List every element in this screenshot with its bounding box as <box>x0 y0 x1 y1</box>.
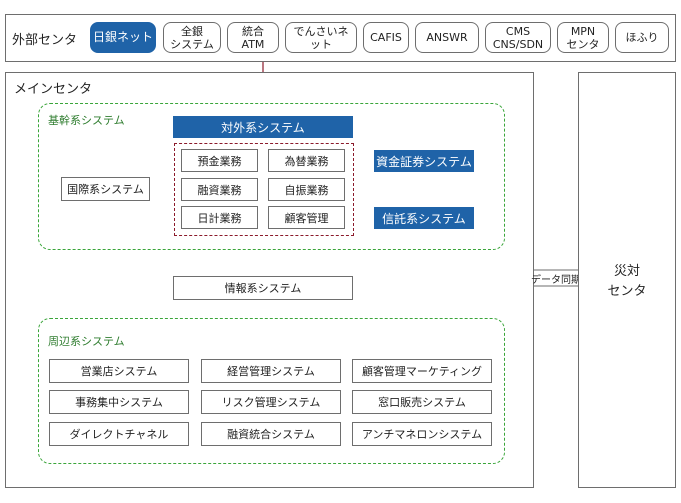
peripheral-system-item: 融資統合システム <box>201 422 341 446</box>
peripheral-system-item: 顧客管理マーケティング <box>352 359 492 383</box>
info-system: 情報系システム <box>173 276 353 300</box>
peripheral-system-item: 窓口販売システム <box>352 390 492 414</box>
external-system-item: 全銀 システム <box>163 22 221 53</box>
business-cell: 顧客管理 <box>268 206 345 229</box>
business-cell: 預金業務 <box>181 149 258 172</box>
data-sync-label: データ同期 <box>531 274 581 286</box>
main-center-title: メインセンタ <box>14 82 93 97</box>
business-cell: 日計業務 <box>181 206 258 229</box>
core-system-title: 基幹系システム <box>48 114 125 127</box>
core-system-group <box>38 103 505 250</box>
peripheral-system-title: 周辺系システム <box>48 335 125 348</box>
business-cell: 自振業務 <box>268 178 345 201</box>
securities-system: 資金証券システム <box>374 150 474 172</box>
external-system-item: CAFIS <box>363 22 409 53</box>
external-system-item: ANSWR <box>415 22 479 53</box>
peripheral-system-item: リスク管理システム <box>201 390 341 414</box>
external-system-item: MPN センタ <box>557 22 609 53</box>
peripheral-system-item: 営業店システム <box>49 359 189 383</box>
business-grid-group <box>174 143 354 236</box>
external-system-item: ほふり <box>615 22 669 53</box>
business-cell: 為替業務 <box>268 149 345 172</box>
peripheral-system-item: 経営管理システム <box>201 359 341 383</box>
external-system-item: 日銀ネット <box>90 22 156 53</box>
peripheral-system-item: アンチマネロンシステム <box>352 422 492 446</box>
external-system-item: でんさいネ ット <box>285 22 357 53</box>
disaster-center-frame <box>578 72 676 488</box>
international-system: 国際系システム <box>61 177 150 201</box>
external-system-item: CMS CNS/SDN <box>485 22 551 53</box>
peripheral-system-item: ダイレクトチャネル <box>49 422 189 446</box>
trust-system: 信託系システム <box>374 207 474 229</box>
peripheral-system-item: 事務集中システム <box>49 390 189 414</box>
external-system-item: 統合 ATM <box>227 22 279 53</box>
disaster-center-title: 災対 センタ <box>607 264 647 299</box>
peripheral-system-group <box>38 318 505 464</box>
external-center-title: 外部センタ <box>12 33 78 48</box>
business-cell: 融資業務 <box>181 178 258 201</box>
external-facing-system: 対外系システム <box>173 116 353 138</box>
